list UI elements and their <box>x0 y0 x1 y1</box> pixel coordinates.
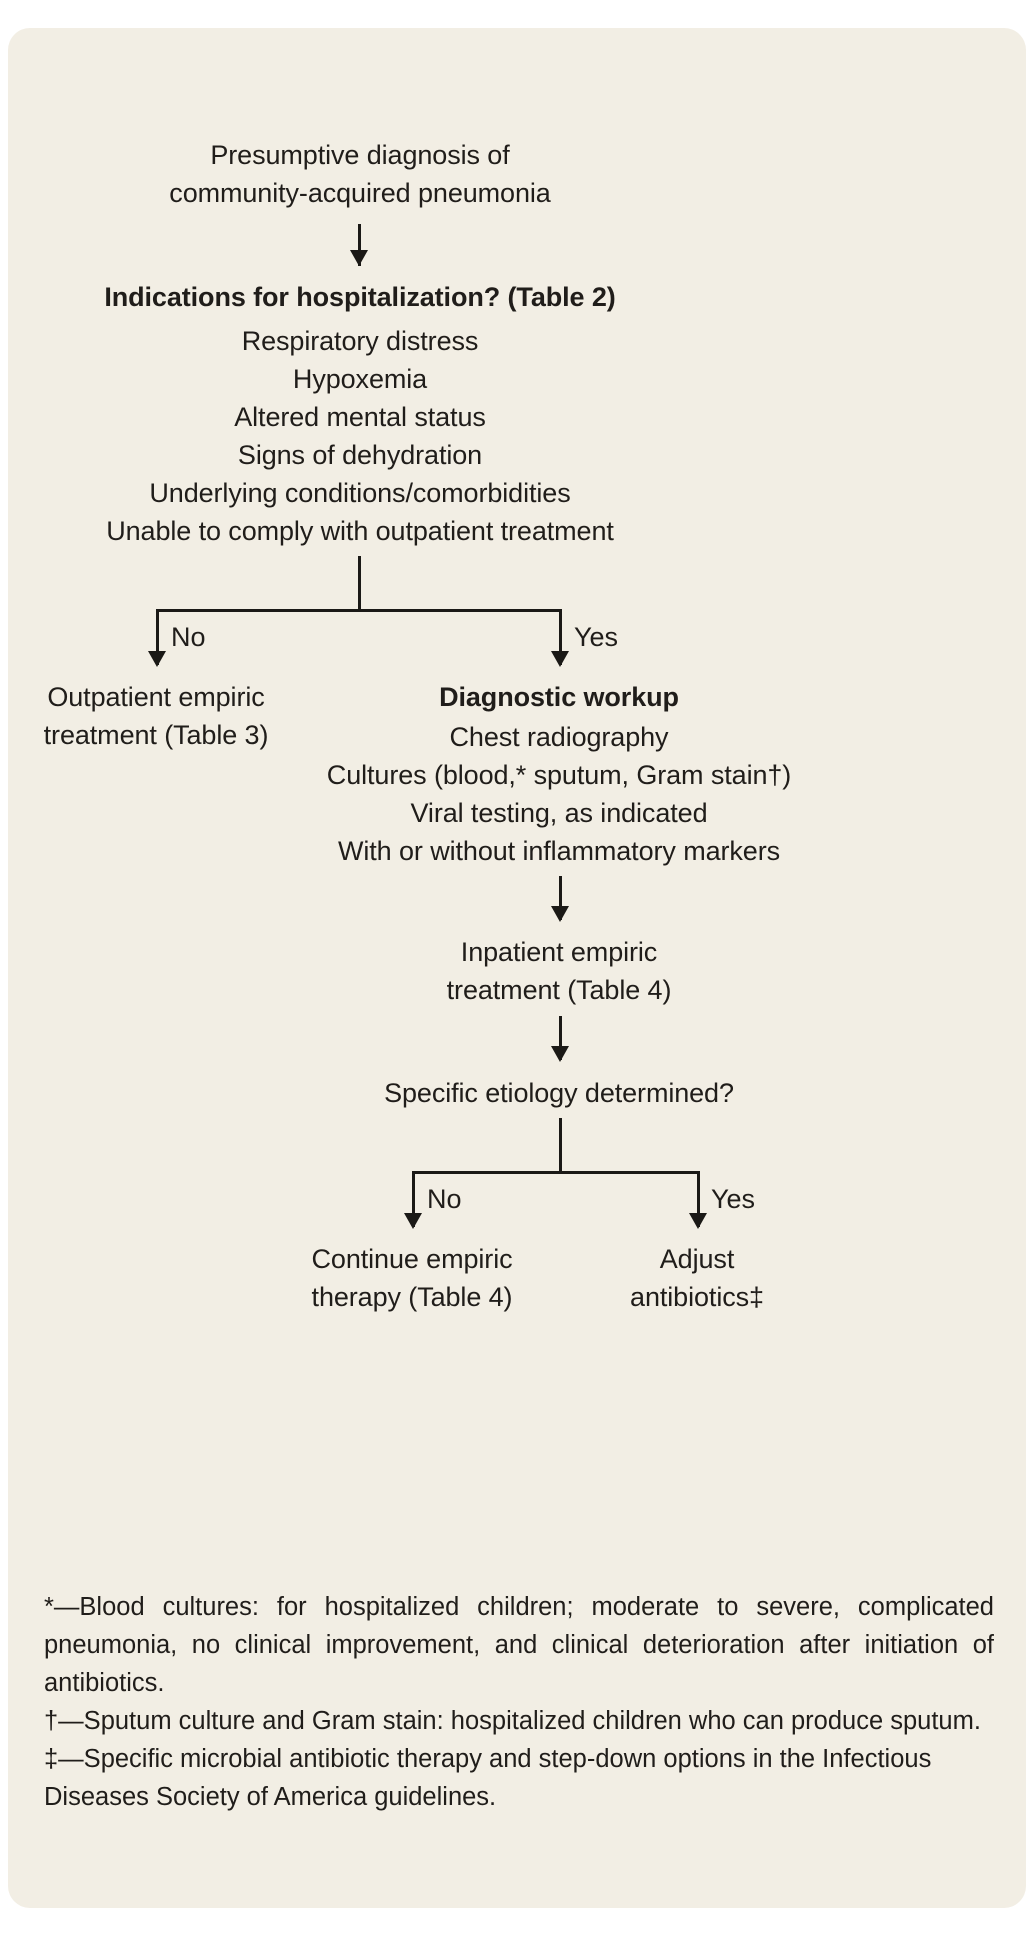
footnote-sputum-culture: †—Sputum culture and Gram stain: hospita… <box>44 1707 981 1735</box>
connector-etiology-yes <box>697 1171 700 1227</box>
arrowhead-inpatient-to-etiology-icon <box>551 1046 570 1062</box>
connector-hospitalization-yes <box>559 609 562 665</box>
footnote-specific-microbial: ‡—Specific microbial antibiotic therapy … <box>44 1745 932 1811</box>
node-continue-empiric-line2: therapy (Table 4) <box>311 1282 513 1312</box>
workup-item-viral-testing: Viral testing, as indicated <box>410 798 708 828</box>
flowchart-stage: Presumptive diagnosis of community-acqui… <box>8 28 1026 1908</box>
node-outpatient-line1: Outpatient empiric <box>47 682 265 712</box>
connector-hospitalization-no <box>156 609 159 665</box>
connector-inpatient-to-etiology <box>559 1016 562 1060</box>
criterion-unable-to-comply: Unable to comply with outpatient treatme… <box>106 516 614 546</box>
node-indications-heading: Indications for hospitalization? (Table … <box>104 282 616 312</box>
figure-card: Presumptive diagnosis of community-acqui… <box>8 28 1026 1908</box>
connector-etiology-stem <box>559 1118 562 1173</box>
criterion-respiratory-distress: Respiratory distress <box>241 326 479 356</box>
criterion-underlying-conditions: Underlying conditions/comorbidities <box>149 478 571 508</box>
arrowhead-start-to-hospitalization-icon <box>350 250 369 266</box>
branch-label-hospitalization-no: No <box>171 622 206 652</box>
arrowhead-hospitalization-no-icon <box>148 651 167 667</box>
node-inpatient-line2: treatment (Table 4) <box>446 975 672 1005</box>
node-inpatient-line1: Inpatient empiric <box>460 937 658 967</box>
connector-etiology-split-bar <box>412 1171 699 1174</box>
arrowhead-workup-to-inpatient-icon <box>551 906 570 922</box>
criterion-altered-mental-status: Altered mental status <box>234 402 486 432</box>
arrowhead-etiology-yes-icon <box>689 1213 708 1229</box>
workup-item-cultures: Cultures (blood,* sputum, Gram stain†) <box>326 760 792 790</box>
arrowhead-hospitalization-yes-icon <box>551 651 570 667</box>
workup-item-chest-radiography: Chest radiography <box>449 722 669 752</box>
connector-hospitalization-split-bar <box>156 609 561 612</box>
criterion-signs-of-dehydration: Signs of dehydration <box>237 440 483 470</box>
connector-hospitalization-stem <box>358 556 361 611</box>
connector-etiology-no <box>412 1171 415 1227</box>
footnote-blood-cultures: *—Blood cultures: for hospitalized child… <box>44 1593 994 1697</box>
node-specific-etiology-question: Specific etiology determined? <box>384 1078 734 1108</box>
criterion-hypoxemia: Hypoxemia <box>292 364 428 394</box>
branch-label-etiology-no: No <box>427 1184 462 1214</box>
node-presumptive-diagnosis-line1: Presumptive diagnosis of <box>210 140 510 170</box>
node-presumptive-diagnosis-line2: community-acquired pneumonia <box>169 178 551 208</box>
workup-item-inflammatory-markers: With or without inflammatory markers <box>337 836 781 866</box>
node-adjust-antibiotics-line2: antibiotics‡ <box>630 1282 764 1312</box>
footnotes-block: *—Blood cultures: for hospitalized child… <box>44 1588 994 1816</box>
connector-start-to-hospitalization <box>358 224 361 266</box>
branch-label-hospitalization-yes: Yes <box>574 622 619 652</box>
arrowhead-etiology-no-icon <box>404 1213 423 1229</box>
node-outpatient-line2: treatment (Table 3) <box>43 720 269 750</box>
node-continue-empiric-line1: Continue empiric <box>311 1244 513 1274</box>
branch-label-etiology-yes: Yes <box>711 1184 756 1214</box>
node-diagnostic-workup-heading: Diagnostic workup <box>439 682 679 712</box>
node-adjust-antibiotics-line1: Adjust <box>659 1244 735 1274</box>
connector-workup-to-inpatient <box>559 876 562 920</box>
